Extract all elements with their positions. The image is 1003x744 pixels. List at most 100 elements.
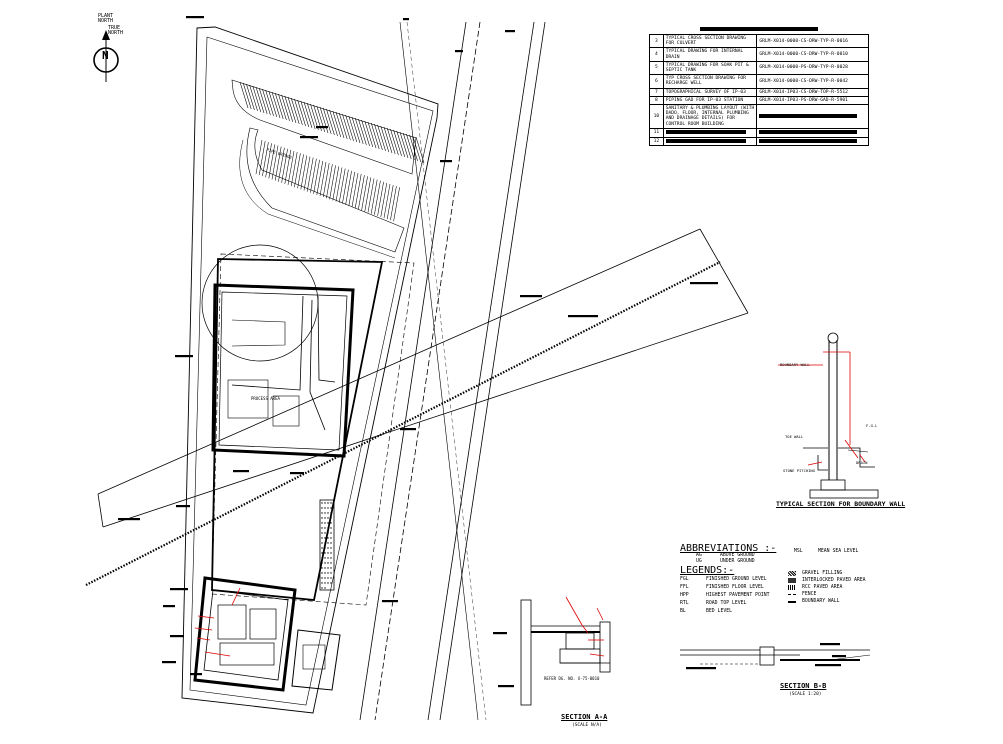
paving-dot	[330, 547, 332, 549]
parking-stall-line	[287, 96, 297, 124]
reference-cell-desc	[662, 136, 758, 147]
parking-stall-line	[310, 103, 319, 131]
parking-stall-line	[313, 159, 320, 194]
paving-dot	[324, 507, 326, 509]
paving-dot	[324, 527, 326, 529]
paving-dot	[324, 512, 326, 514]
reference-cell-dwg: GRLM-X014-IP03-PS-DRW-GAD-R-5901	[756, 95, 869, 106]
paving-dot	[327, 547, 329, 549]
paving-dot	[324, 522, 326, 524]
paving-dot	[324, 587, 326, 589]
parking-stall-line	[281, 94, 290, 122]
annotation-text-mark	[118, 518, 140, 521]
annotation-text-mark	[440, 160, 452, 163]
parking-stall-line	[338, 112, 348, 140]
legend-right-text: RCC PAVED AREA	[802, 585, 843, 590]
abbr-key-ug: UG	[696, 559, 702, 564]
paving-dot	[321, 577, 323, 579]
reference-cell-desc: TYP CROSS SECTION DRAWING FOR RECHARGE W…	[662, 74, 758, 89]
section-a-title: SECTION A-A	[561, 713, 608, 721]
parking-stall-line	[390, 128, 399, 156]
legend-right-text: GRAVEL FILLING	[802, 571, 843, 576]
parking-stall-line	[396, 130, 406, 158]
parking-stall-line	[239, 81, 249, 109]
reference-cell-desc: TYPICAL DRAWING FOR SOAK PIT & SEPTIC TA…	[662, 60, 758, 76]
legend-swatch	[788, 578, 796, 583]
annotation-text-mark	[493, 632, 507, 635]
abbr-text-msl: MEAN SEA LEVEL	[818, 549, 859, 554]
parking-stall-line	[332, 166, 340, 201]
parking-stall-line	[409, 134, 418, 162]
parking-stall-line	[316, 160, 324, 195]
legend-right-text: FENCE	[802, 592, 817, 597]
section-a-drawing	[520, 596, 611, 706]
parking-stall-line	[342, 169, 349, 204]
paving-dot	[321, 562, 323, 564]
parking-stall-line	[297, 99, 306, 127]
parking-stall-line	[297, 154, 304, 189]
parking-stall-line	[300, 100, 310, 128]
reference-cell-dwg: GRLM-X014-0000-CS-DRW-TYP-R-0010	[756, 47, 869, 62]
parking-stall-line	[390, 186, 397, 221]
paving-dot	[327, 562, 329, 564]
parking-stall-line	[300, 155, 308, 190]
paving-dot	[327, 537, 329, 539]
parking-stall-line	[303, 101, 313, 129]
parking-stall-line	[249, 84, 258, 112]
parking-stall-line	[278, 93, 287, 121]
paving-dot	[324, 542, 326, 544]
parking-stall-line	[246, 83, 255, 111]
section-b-drawing	[680, 646, 871, 666]
annotation-text-mark	[186, 16, 204, 19]
annotation-text-mark	[820, 643, 840, 646]
paving-dot	[330, 517, 332, 519]
boundary-wall-section-drawing	[778, 332, 879, 499]
paving-dot	[330, 542, 332, 544]
reference-cell-desc: TYPICAL DRAWING FOR INTERNAL DRAIN	[662, 47, 758, 62]
abbr-key-ag: AG	[696, 553, 702, 558]
parking-stall-line	[345, 170, 352, 205]
parking-stall-line	[335, 167, 343, 202]
parking-stall-line	[364, 120, 374, 148]
annotation-text-mark	[568, 315, 598, 318]
annotation-text-mark	[832, 655, 846, 658]
parking-stall-line	[268, 90, 278, 118]
refer-drawing-label: REFER DG. NO. X-75-0010	[544, 676, 600, 681]
parking-stall-line	[329, 165, 336, 200]
paving-dot	[324, 572, 326, 574]
annotation-text-mark	[233, 470, 249, 473]
paving-dot	[327, 507, 329, 509]
process-plot	[201, 244, 415, 606]
parking-stall-line	[329, 109, 338, 137]
parking-area	[231, 79, 417, 259]
paving-dot	[324, 577, 326, 579]
paving-dot	[327, 512, 329, 514]
paving-dot	[330, 507, 332, 509]
bw-toe-wall-label: TOE WALL	[785, 434, 804, 439]
section-a-scale: (SCALE N/A)	[572, 723, 602, 728]
paving-dot	[330, 527, 332, 529]
parking-stall-line	[386, 185, 394, 220]
parking-stall-line	[370, 179, 378, 214]
annotation-text-mark	[400, 428, 416, 431]
redacted-text	[759, 138, 858, 143]
paving-dot	[324, 552, 326, 554]
redacted-text	[759, 113, 858, 118]
paving-dot	[321, 567, 323, 569]
parking-stall-line	[335, 111, 345, 139]
paving-dot	[327, 567, 329, 569]
parking-stall-line	[345, 114, 354, 142]
paving-dot	[321, 527, 323, 529]
bw-drain-label: DRAIN	[856, 460, 868, 465]
parking-stall-line	[255, 139, 263, 175]
parking-stall-line	[271, 145, 279, 180]
reference-cell-no: 10	[649, 104, 664, 129]
annotation-text-mark	[403, 18, 409, 21]
parking-stall-line	[351, 172, 359, 208]
legend-symbol-key: HPP	[680, 593, 689, 598]
